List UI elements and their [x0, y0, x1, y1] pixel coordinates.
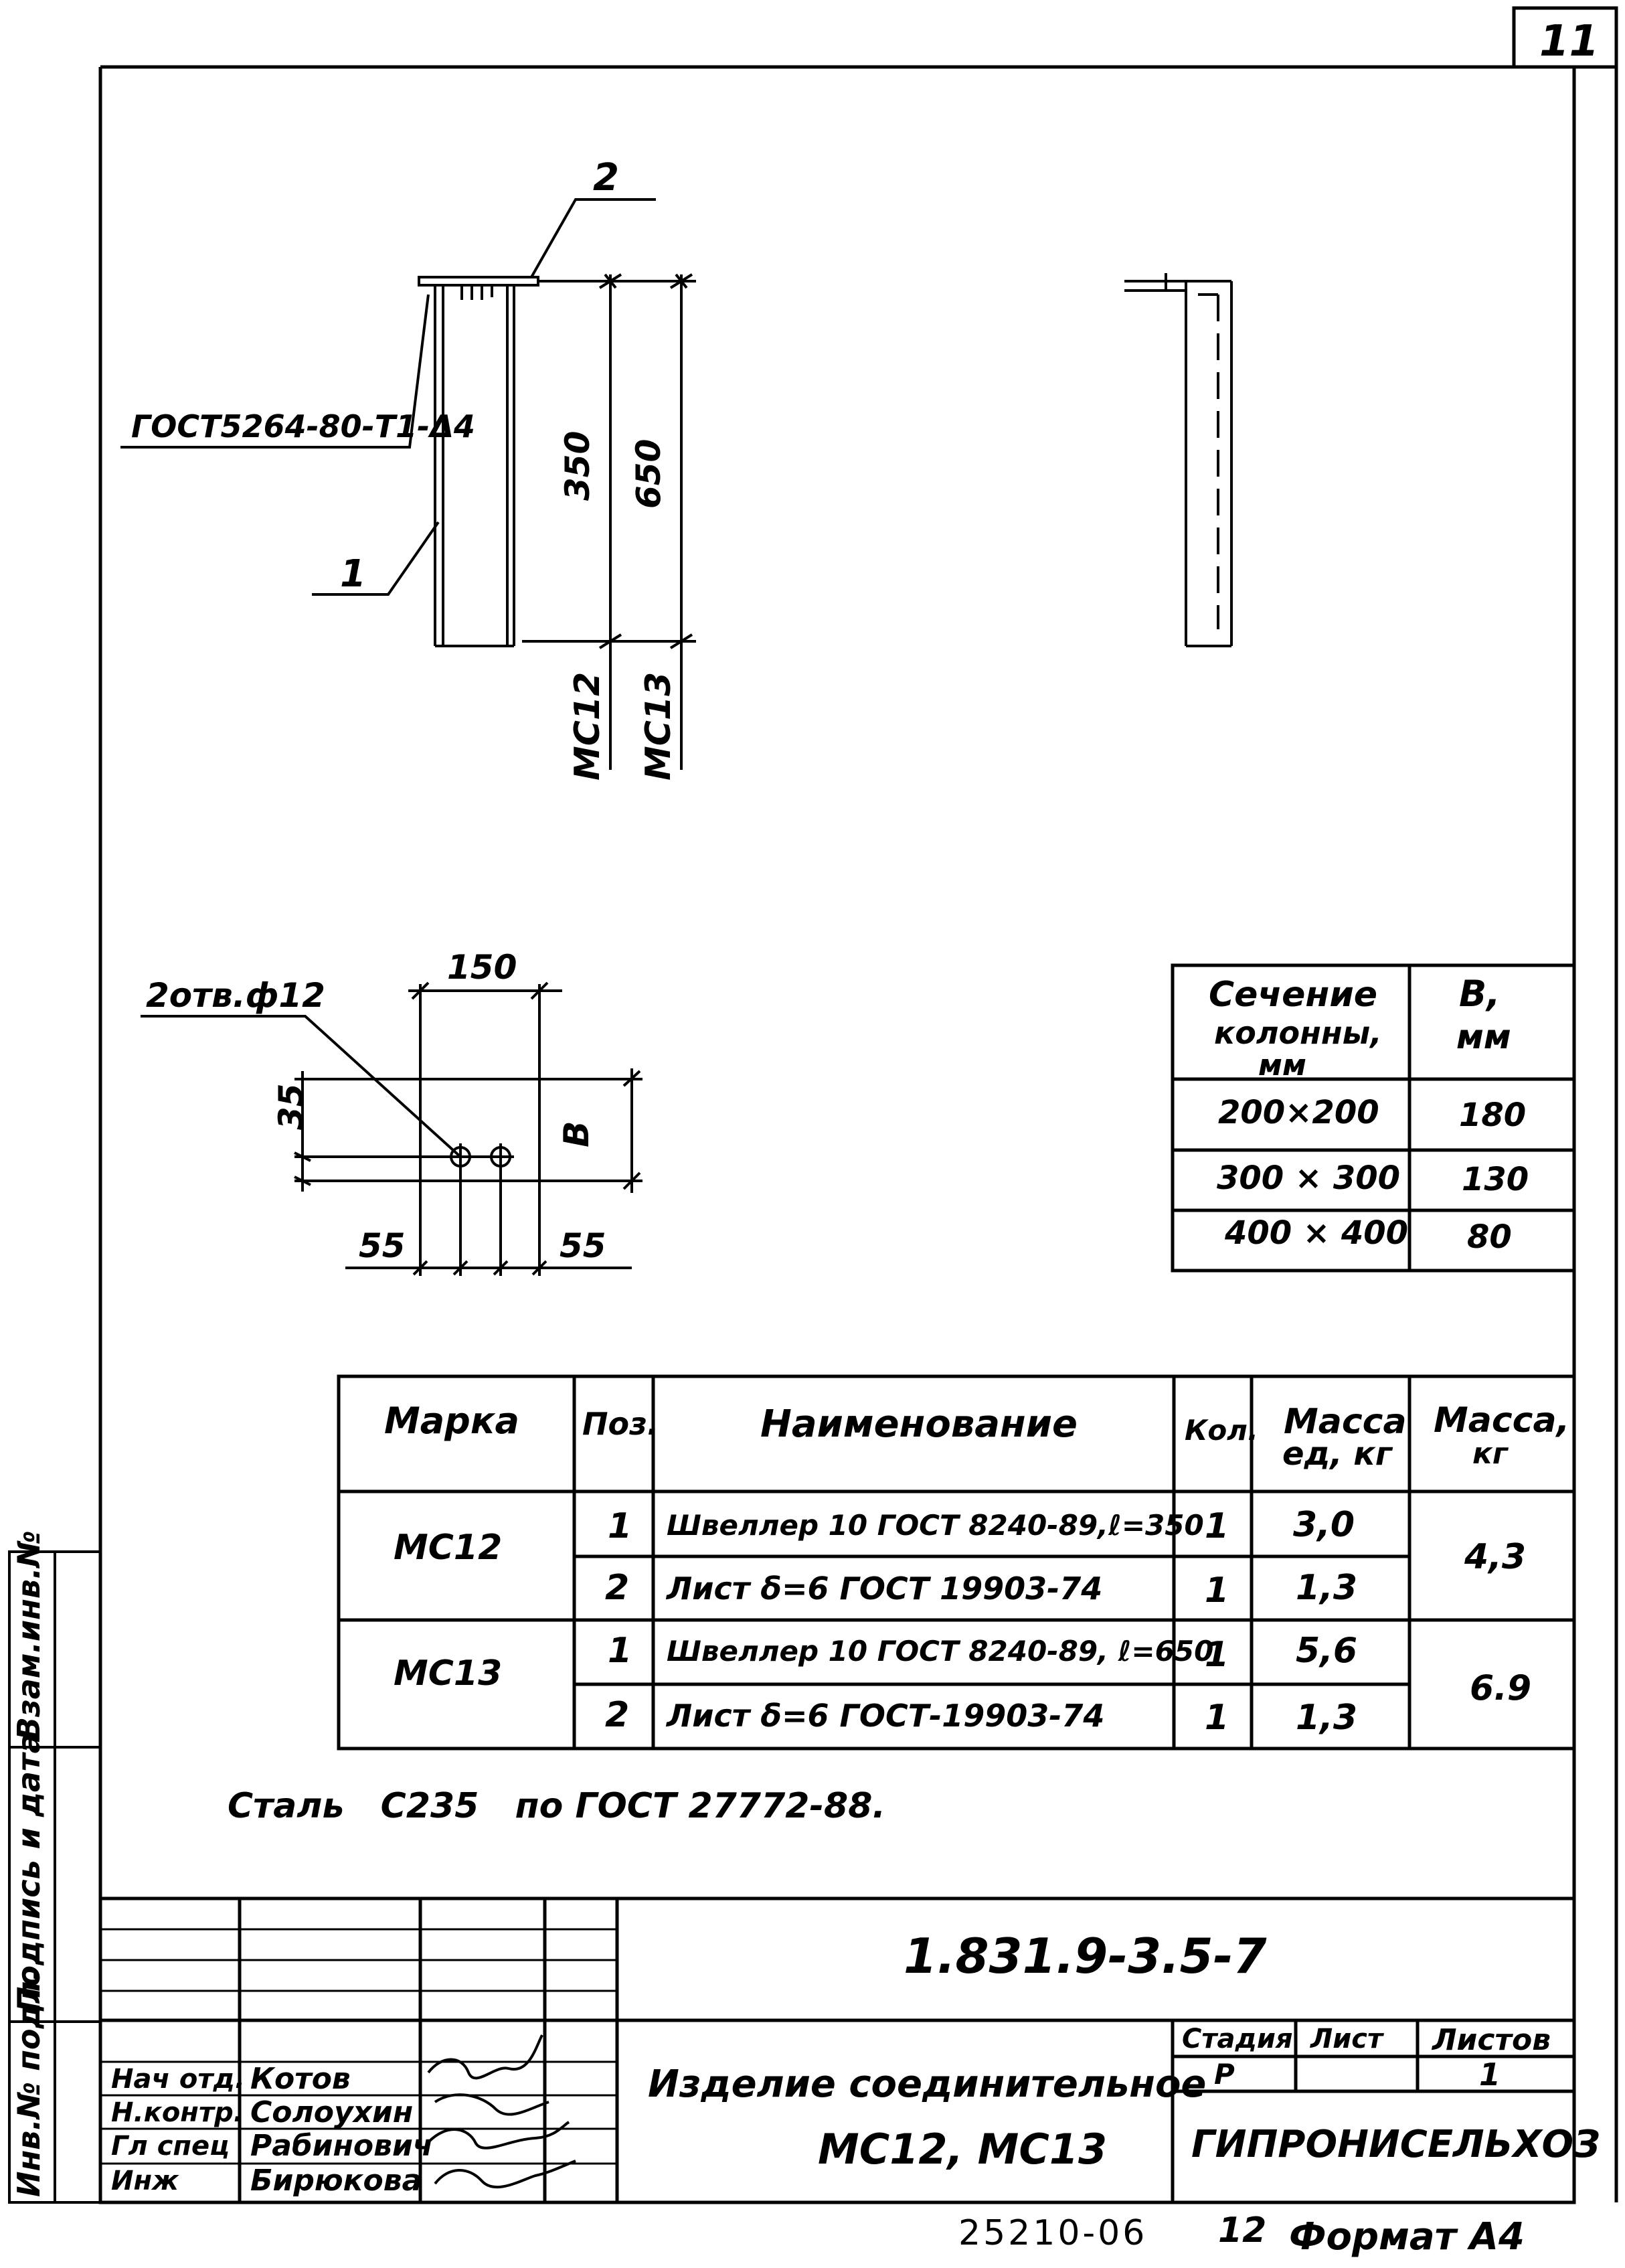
- spec-header-unit-mass-1: Масса: [1284, 1402, 1407, 1442]
- spec-name-mc13-2: Лист δ=6 ГОСТ-19903-74: [667, 1698, 1105, 1734]
- name-solouhin: Солоухин: [250, 2095, 414, 2129]
- spec-unit-mass-mc13-2: 1,3: [1296, 1698, 1358, 1738]
- spec-unit-mass-mc12-2: 1,3: [1296, 1568, 1358, 1608]
- spec-header-mass-2: кг: [1472, 1437, 1508, 1471]
- dimension-150: 150: [447, 948, 517, 987]
- spec-unit-mass-mc13-1: 5,6: [1296, 1631, 1358, 1671]
- spec-mark-mc12: МС12: [394, 1528, 503, 1568]
- spec-name-mc12-2: Лист δ=6 ГОСТ 19903-74: [667, 1570, 1103, 1607]
- name-rabinovich: Рабинович: [250, 2129, 434, 2163]
- title-line-1: Изделие соединительное: [648, 2062, 1207, 2106]
- spec-pos-mc12-1: 1: [608, 1506, 632, 1546]
- spec-qty-mc13-2: 1: [1205, 1698, 1229, 1738]
- title-line-2: МС12, МС13: [818, 2125, 1108, 2174]
- spec-mark-mc13: МС13: [394, 1653, 503, 1694]
- role-nach-otd: Нач отд.: [111, 2064, 246, 2095]
- stage-value: Р: [1214, 2058, 1235, 2091]
- spec-pos-mc12-2: 2: [605, 1568, 630, 1608]
- spec-header-name: Наименование: [760, 1402, 1078, 1446]
- sheets-header: Листов: [1432, 2023, 1551, 2057]
- sheet-number: 11: [1539, 17, 1600, 66]
- role-n-kontr: Н.контр.: [111, 2097, 244, 2128]
- holes-label: 2отв.ф12: [146, 976, 325, 1015]
- section-header-line3: мм: [1258, 1048, 1306, 1082]
- spec-name-mc13-1: Швеллер 10 ГОСТ 8240-89, ℓ=650: [667, 1635, 1214, 1668]
- footer-number: 25210-06: [958, 2213, 1148, 2253]
- dimension-55-left: 55: [359, 1226, 406, 1265]
- spec-header-mass-1: Масса,: [1434, 1400, 1570, 1441]
- position-1-label: 1: [340, 552, 366, 596]
- spec-total-mc12: 4,3: [1464, 1537, 1527, 1577]
- spec-name-mc12-1: Швеллер 10 ГОСТ 8240-89,ℓ=350: [667, 1509, 1204, 1542]
- stage-header: Стадия: [1182, 2024, 1293, 2054]
- document-code: 1.831.9-3.5-7: [904, 1928, 1267, 1984]
- spec-header-unit-mass-2: ед, кг: [1282, 1435, 1392, 1473]
- section-row-3: 400 × 400: [1225, 1214, 1409, 1252]
- b-row-3: 80: [1467, 1218, 1512, 1256]
- section-row-1: 200×200: [1218, 1094, 1379, 1131]
- b-row-2: 130: [1462, 1161, 1529, 1198]
- sheets-value: 1: [1479, 2056, 1501, 2093]
- role-gl-spec: Гл спец: [111, 2131, 230, 2162]
- spec-pos-mc13-1: 1: [608, 1631, 632, 1671]
- section-header-line1: Сечение: [1209, 975, 1378, 1015]
- spec-header-mark: Марка: [384, 1400, 519, 1442]
- b-header-line2: мм: [1456, 1018, 1511, 1056]
- spec-qty-mc12-2: 1: [1205, 1570, 1229, 1611]
- spec-total-mc13: 6.9: [1470, 1668, 1532, 1708]
- footer-format: Формат А4: [1289, 2215, 1525, 2259]
- position-2-label: 2: [593, 156, 619, 199]
- spec-qty-mc13-1: 1: [1205, 1635, 1229, 1675]
- spec-qty-mc12-1: 1: [1205, 1506, 1229, 1546]
- role-inzh: Инж: [111, 2166, 179, 2196]
- dimension-55-right: 55: [560, 1226, 606, 1265]
- name-kotov: Котов: [250, 2062, 351, 2096]
- b-header-line1: В,: [1459, 973, 1501, 1015]
- spec-header-pos: Поз.: [582, 1406, 659, 1442]
- weld-note: ГОСТ5264-80-Т1-Δ4: [131, 408, 475, 444]
- spec-pos-mc13-2: 2: [605, 1695, 630, 1735]
- section-row-2: 300 × 300: [1217, 1159, 1401, 1197]
- spec-header-qty: Кол.: [1185, 1414, 1258, 1447]
- footer-page: 12: [1218, 2210, 1267, 2251]
- section-header-line2: колонны,: [1214, 1015, 1382, 1051]
- b-row-1: 180: [1459, 1097, 1527, 1134]
- organization: ГИПРОНИСЕЛЬХОЗ: [1191, 2123, 1600, 2166]
- steel-note: Сталь С235 по ГОСТ 27772-88.: [228, 1786, 886, 1826]
- sheet-header: Лист: [1310, 2024, 1383, 2054]
- name-biryukova: Бирюкова: [250, 2164, 422, 2198]
- spec-unit-mass-mc12-1: 3,0: [1293, 1505, 1355, 1545]
